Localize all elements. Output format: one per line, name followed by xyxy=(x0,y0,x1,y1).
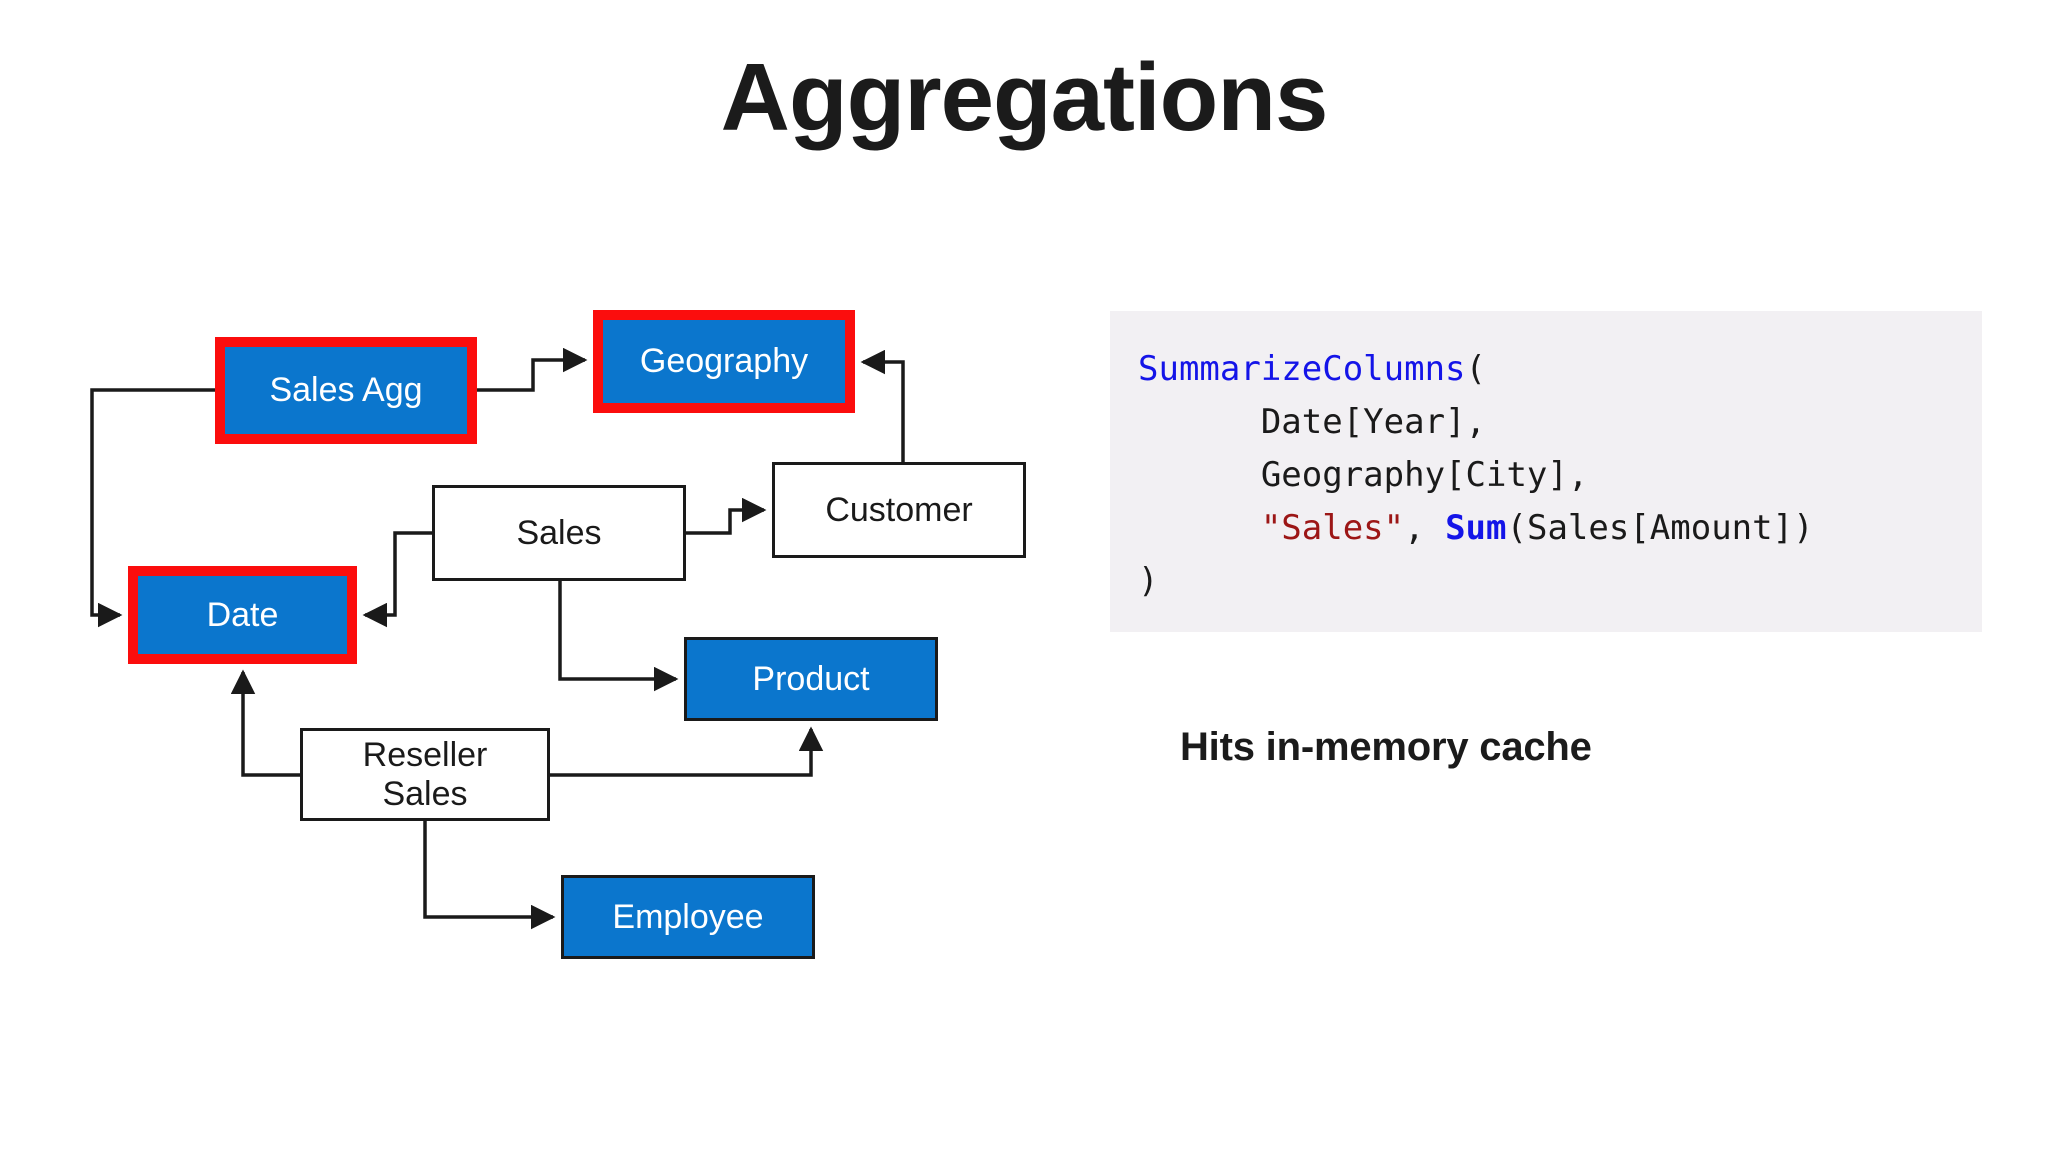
code-token: Sum xyxy=(1445,508,1507,548)
node-sales-agg[interactable]: Sales Agg xyxy=(215,337,477,444)
node-label: Sales Agg xyxy=(269,371,423,410)
code-panel: SummarizeColumns( Date[Year], Geography[… xyxy=(1110,311,1982,632)
node-product[interactable]: Product xyxy=(684,637,938,721)
code-token: SummarizeColumns xyxy=(1138,349,1466,389)
node-label: Reseller Sales xyxy=(362,736,488,813)
node-employee[interactable]: Employee xyxy=(561,875,815,959)
page-title: Aggregations xyxy=(720,44,1329,151)
edge-sales-agg-to-geography xyxy=(477,347,588,392)
dax-code-block[interactable]: SummarizeColumns( Date[Year], Geography[… xyxy=(1138,343,1982,608)
edge-sales-to-customer xyxy=(686,497,767,535)
code-line: ) xyxy=(1138,555,1982,608)
edge-sales-agg-to-date xyxy=(90,388,215,628)
node-reseller-sales[interactable]: Reseller Sales xyxy=(300,728,550,821)
code-line: Date[Year], xyxy=(1138,396,1982,449)
node-label: Sales xyxy=(516,513,602,552)
code-token: ( xyxy=(1465,349,1486,389)
code-token: , xyxy=(1404,508,1446,548)
code-token xyxy=(1138,508,1261,548)
node-label: Employee xyxy=(612,897,764,936)
diagram-connectors xyxy=(90,347,905,930)
code-token: ) xyxy=(1138,561,1159,601)
code-line: Geography[City], xyxy=(1138,449,1982,502)
node-label: Customer xyxy=(825,490,973,529)
edge-customer-to-geography xyxy=(860,349,905,462)
code-token: Date[Year], xyxy=(1138,402,1486,442)
edge-sales-to-date xyxy=(362,531,432,628)
code-token: (Sales[Amount]) xyxy=(1506,508,1814,548)
code-line: SummarizeColumns( xyxy=(1138,343,1982,396)
code-line: "Sales", Sum(Sales[Amount]) xyxy=(1138,502,1982,555)
model-diagram: Sales Agg Geography Sales Customer Date … xyxy=(90,310,1026,959)
node-label: Product xyxy=(752,659,870,698)
node-date[interactable]: Date xyxy=(128,566,357,664)
cache-note: Hits in-memory cache xyxy=(1180,725,1592,769)
node-customer[interactable]: Customer xyxy=(772,462,1026,558)
code-token: "Sales" xyxy=(1260,508,1405,548)
node-sales[interactable]: Sales xyxy=(432,485,686,581)
edge-sales-to-product xyxy=(558,581,679,692)
node-geography[interactable]: Geography xyxy=(593,310,855,413)
edge-reseller-sales-to-date xyxy=(230,669,300,777)
edge-reseller-sales-to-product xyxy=(550,726,824,777)
node-label: Date xyxy=(206,595,279,634)
node-label: Geography xyxy=(639,342,809,381)
code-token: Geography[City], xyxy=(1138,455,1589,495)
edge-reseller-sales-to-employee xyxy=(423,821,556,930)
